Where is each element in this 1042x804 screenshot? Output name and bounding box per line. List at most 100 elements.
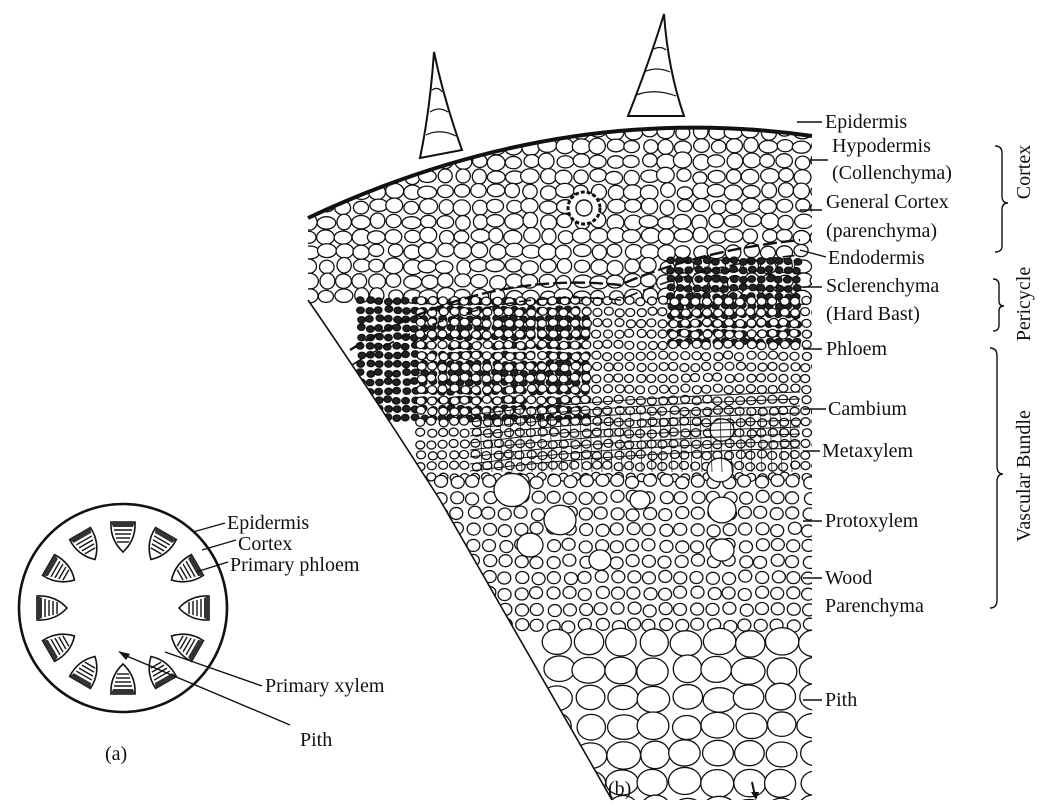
plant-cell (641, 245, 660, 259)
plant-cell (472, 169, 486, 184)
plant-cell (660, 492, 673, 504)
plant-cell (460, 451, 469, 459)
plant-cell (487, 184, 504, 197)
plant-cell (357, 406, 365, 412)
plant-cell (514, 506, 527, 518)
plant-cell (521, 124, 537, 136)
plant-cell (792, 141, 810, 153)
plant-cell (708, 497, 736, 523)
plant-cell (582, 462, 591, 470)
plant-cell (450, 408, 459, 416)
plant-cell (624, 141, 640, 153)
plant-cell (707, 525, 720, 537)
plant-cell (636, 397, 645, 405)
plant-cell (557, 259, 571, 274)
plant-cell (450, 451, 459, 459)
figure-b-caption: (b) (608, 778, 631, 800)
plant-cell (747, 297, 756, 305)
plant-cell (482, 395, 491, 403)
plant-cell (795, 156, 809, 169)
plant-cell (730, 257, 738, 263)
plant-cell (428, 318, 437, 326)
plant-cell (574, 629, 603, 655)
plant-cell (572, 228, 590, 243)
plant-cell (658, 374, 667, 382)
plant-cell (813, 385, 822, 393)
plant-cell (791, 363, 800, 371)
plant-cell (472, 364, 481, 372)
plant-cell (694, 139, 710, 153)
plant-cell (623, 155, 639, 167)
plant-cell (302, 125, 317, 138)
plant-cell (790, 352, 799, 360)
plant-cell (607, 139, 624, 152)
plant-cell (471, 275, 488, 288)
plant-cell (702, 318, 711, 326)
plant-cell (812, 441, 821, 449)
plant-cell (593, 308, 602, 316)
plant-cell (366, 308, 374, 314)
plant-cell (421, 215, 436, 228)
plant-cell (786, 475, 799, 487)
plant-cell (626, 451, 635, 459)
plant-cell (749, 284, 757, 290)
plant-cell (769, 351, 778, 359)
plant-cell (786, 507, 799, 519)
plant-cell (385, 353, 393, 359)
plant-cell (627, 587, 640, 599)
plant-cell (637, 309, 646, 317)
plant-cell (658, 452, 667, 460)
plant-cell (544, 740, 575, 767)
plant-cell (582, 308, 591, 316)
plant-cell (747, 363, 756, 371)
plant-cell (768, 451, 777, 459)
plant-cell (625, 259, 640, 273)
plant-cell (758, 440, 767, 448)
plant-cell (549, 319, 558, 327)
plant-cell (454, 184, 469, 197)
plant-cell (366, 379, 374, 385)
plant-cell (668, 767, 701, 794)
plant-cell (466, 604, 479, 616)
plant-cell (604, 374, 613, 382)
plant-cell (571, 319, 580, 327)
plant-cell (394, 361, 402, 367)
plant-cell (427, 353, 436, 361)
plant-cell (669, 352, 678, 360)
plant-cell (659, 351, 668, 359)
plant-cell (763, 230, 778, 243)
plant-cell (532, 573, 545, 585)
plant-cell (317, 244, 336, 258)
plant-cell (691, 507, 704, 519)
plant-cell (787, 587, 800, 599)
plant-cell (669, 375, 678, 383)
plant-cell (472, 123, 486, 139)
plant-cell (505, 407, 514, 415)
plant-cell (801, 462, 810, 470)
plant-cell (564, 476, 577, 488)
plant-cell (747, 341, 756, 349)
plant-cell (725, 451, 734, 459)
plant-cell (640, 258, 656, 273)
plant-cell (434, 587, 447, 599)
plant-cell (747, 351, 756, 359)
plant-cell (739, 523, 752, 535)
plant-cell (708, 155, 725, 167)
plant-cell (677, 187, 692, 199)
plant-cell (516, 572, 529, 584)
plant-cell (375, 415, 383, 421)
plant-cell (647, 352, 656, 360)
plant-cell (493, 297, 502, 305)
plant-cell (450, 461, 459, 469)
plant-cell (540, 201, 557, 214)
cortex-bracket (995, 146, 1008, 252)
plant-cell (570, 386, 579, 394)
plant-cell (401, 298, 409, 304)
plant-cell (482, 320, 491, 328)
plant-cell (747, 430, 756, 438)
plant-cell (757, 308, 766, 316)
plant-cell (673, 716, 702, 740)
figure-a-primary-phloem-label: Primary phloem (230, 554, 360, 576)
plant-cell (735, 741, 765, 766)
plant-cell (611, 508, 624, 520)
